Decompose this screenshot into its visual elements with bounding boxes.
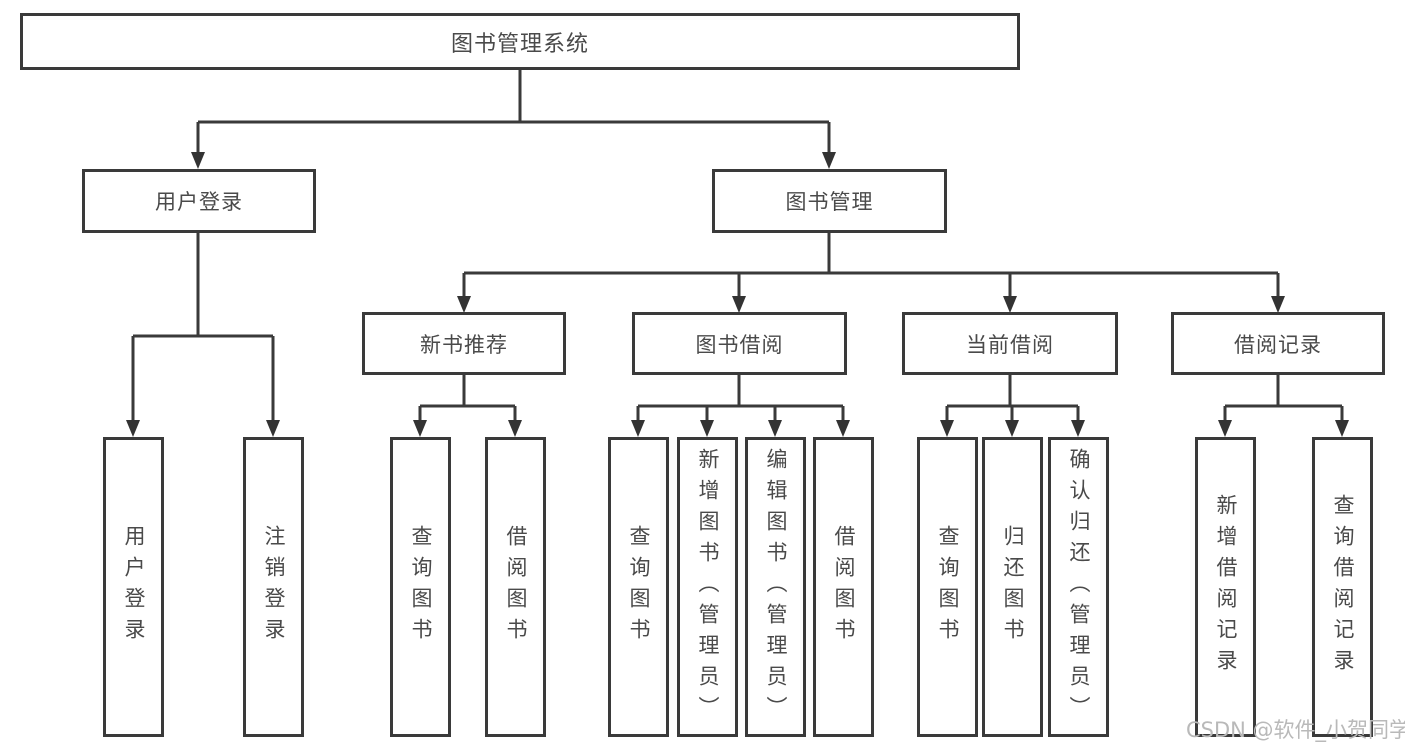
node-label: 用户登录 (155, 190, 243, 214)
leaf-label: 确认归还（管理员） (1067, 447, 1091, 727)
node-current-borrowing: 当前借阅 (902, 312, 1118, 375)
leaf-borrow-books: 借阅图书 (813, 437, 874, 737)
leaf-query-borrow-record: 查询借阅记录 (1312, 437, 1373, 737)
arrowhead-icons (126, 152, 1349, 437)
leaf-add-borrow-record: 新增借阅记录 (1195, 437, 1256, 737)
node-label: 图书管理系统 (450, 31, 589, 57)
leaf-label: 编辑图书（管理员） (764, 447, 788, 727)
leaf-logout: 注销登录 (243, 437, 304, 737)
node-new-book-recommend: 新书推荐 (362, 312, 566, 375)
leaf-label: 查询图书 (627, 525, 651, 649)
leaf-label: 查询图书 (936, 525, 960, 649)
leaf-query-books-borrow: 查询图书 (608, 437, 669, 737)
node-borrowing-records: 借阅记录 (1171, 312, 1385, 375)
leaf-return-books: 归还图书 (982, 437, 1043, 737)
leaf-label: 用户登录 (122, 525, 146, 649)
leaf-query-books-current: 查询图书 (917, 437, 978, 737)
leaf-borrow-books-recommend: 借阅图书 (485, 437, 546, 737)
leaf-query-books-recommend: 查询图书 (390, 437, 451, 737)
node-label: 图书管理 (785, 190, 874, 214)
leaf-edit-books-admin: 编辑图书（管理员） (745, 437, 806, 737)
leaf-label: 归还图书 (1001, 525, 1025, 649)
node-user-login: 用户登录 (82, 169, 316, 233)
leaf-label: 借阅图书 (832, 525, 856, 649)
node-label: 图书借阅 (695, 332, 784, 357)
leaf-label: 查询借阅记录 (1331, 494, 1355, 680)
node-label: 当前借阅 (966, 332, 1054, 357)
leaf-label: 借阅图书 (504, 525, 528, 649)
leaf-label: 新增借阅记录 (1214, 494, 1238, 680)
leaf-user-login: 用户登录 (103, 437, 164, 737)
leaf-label: 新增图书（管理员） (696, 447, 720, 727)
node-label: 借阅记录 (1234, 332, 1322, 357)
watermark: CSDN @软件_小贺同学 (1186, 718, 1405, 742)
node-label: 新书推荐 (420, 332, 508, 357)
leaf-label: 查询图书 (409, 525, 433, 649)
leaf-label: 注销登录 (262, 525, 286, 649)
node-book-management: 图书管理 (712, 169, 947, 233)
leaf-confirm-return-admin: 确认归还（管理员） (1048, 437, 1109, 737)
node-library-management-system: 图书管理系统 (20, 13, 1020, 70)
node-book-borrowing: 图书借阅 (632, 312, 847, 375)
leaf-add-books-admin: 新增图书（管理员） (677, 437, 738, 737)
